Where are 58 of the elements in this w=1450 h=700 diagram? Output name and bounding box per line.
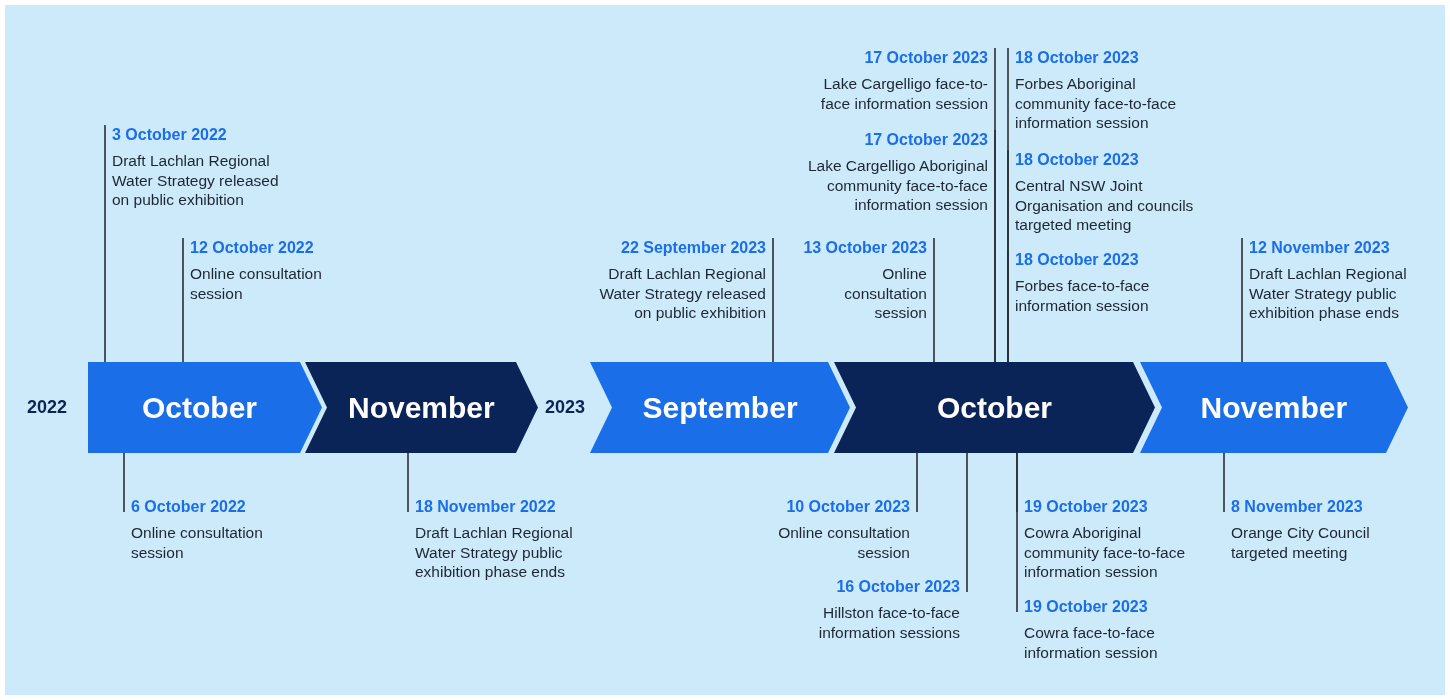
event-description: Online consultation session	[843, 264, 927, 323]
leader-line	[933, 237, 935, 363]
month-label: October	[937, 390, 1053, 425]
event-description: Online consultation session	[190, 264, 323, 303]
event-date: 16 October 2023	[836, 577, 960, 597]
event-description: Draft Lachlan Regional Water Strategy released on public exhibition	[112, 151, 280, 210]
event-date: 18 October 2023	[1015, 150, 1139, 170]
leader-line	[1241, 237, 1243, 363]
event-date: 12 November 2023	[1249, 238, 1390, 258]
event-date: 17 October 2023	[864, 130, 988, 150]
event-description: Cowra face-to-face information session	[1024, 623, 1159, 662]
event-date: 18 October 2023	[1015, 48, 1139, 68]
month-label: October	[142, 390, 258, 425]
event-description: Hillston face-to-face information sessions	[817, 603, 960, 642]
leader-line	[182, 237, 184, 363]
leader-line	[772, 237, 774, 363]
event-date: 3 October 2022	[112, 125, 227, 145]
event-description: Draft Lachlan Regional Water Strategy public exhibition phase ends	[415, 523, 574, 582]
event-date: 22 September 2023	[621, 238, 766, 258]
event-description: Forbes Aboriginal community face-to-face information session	[1015, 74, 1178, 133]
event-date: 6 October 2022	[131, 497, 246, 517]
leader-line	[407, 452, 409, 513]
month-band	[590, 362, 850, 453]
event-description: Lake Cargelligo Aboriginal community face-to-face information session	[806, 156, 988, 215]
leader-line	[1007, 249, 1009, 363]
event-date: 10 October 2023	[786, 497, 910, 517]
event-description: Central NSW Joint Organisation and councils targeted meeting	[1015, 176, 1195, 235]
event-description: Draft Lachlan Regional Water Strategy public exhibition phase ends	[1249, 264, 1408, 323]
event-date: 17 October 2023	[864, 48, 988, 68]
event-date: 13 October 2023	[803, 238, 927, 258]
month-label: November	[1200, 390, 1348, 425]
leader-line	[1016, 452, 1018, 613]
month-label: November	[348, 390, 495, 425]
event-date: 19 October 2023	[1024, 597, 1148, 617]
event-date: 18 October 2023	[1015, 250, 1139, 270]
event-description: Cowra Aboriginal community face-to-face information session	[1024, 523, 1187, 582]
event-date: 12 October 2022	[190, 238, 314, 258]
leader-line	[1223, 452, 1225, 513]
event-description: Online consultation session	[777, 523, 910, 562]
event-description: Lake Cargelligo face-to-face information session	[819, 74, 988, 113]
event-description: Online consultation session	[131, 523, 264, 562]
event-description: Draft Lachlan Regional Water Strategy released on public exhibition	[598, 264, 766, 323]
month-label: September	[642, 390, 798, 425]
leader-line	[916, 452, 918, 513]
year-label: 2023	[545, 397, 586, 418]
leader-line	[104, 124, 106, 363]
event-date: 8 November 2023	[1231, 497, 1363, 517]
event-description: Orange City Council targeted meeting	[1231, 523, 1371, 562]
month-band	[834, 362, 1155, 453]
event-description: Forbes face-to-face information session	[1015, 276, 1151, 315]
leader-line	[994, 129, 996, 363]
leader-line	[966, 452, 968, 593]
leader-line	[123, 452, 125, 513]
month-band	[1140, 362, 1408, 453]
month-band	[88, 362, 322, 453]
event-date: 18 November 2022	[415, 497, 556, 517]
event-date: 19 October 2023	[1024, 497, 1148, 517]
year-label: 2022	[27, 397, 68, 418]
